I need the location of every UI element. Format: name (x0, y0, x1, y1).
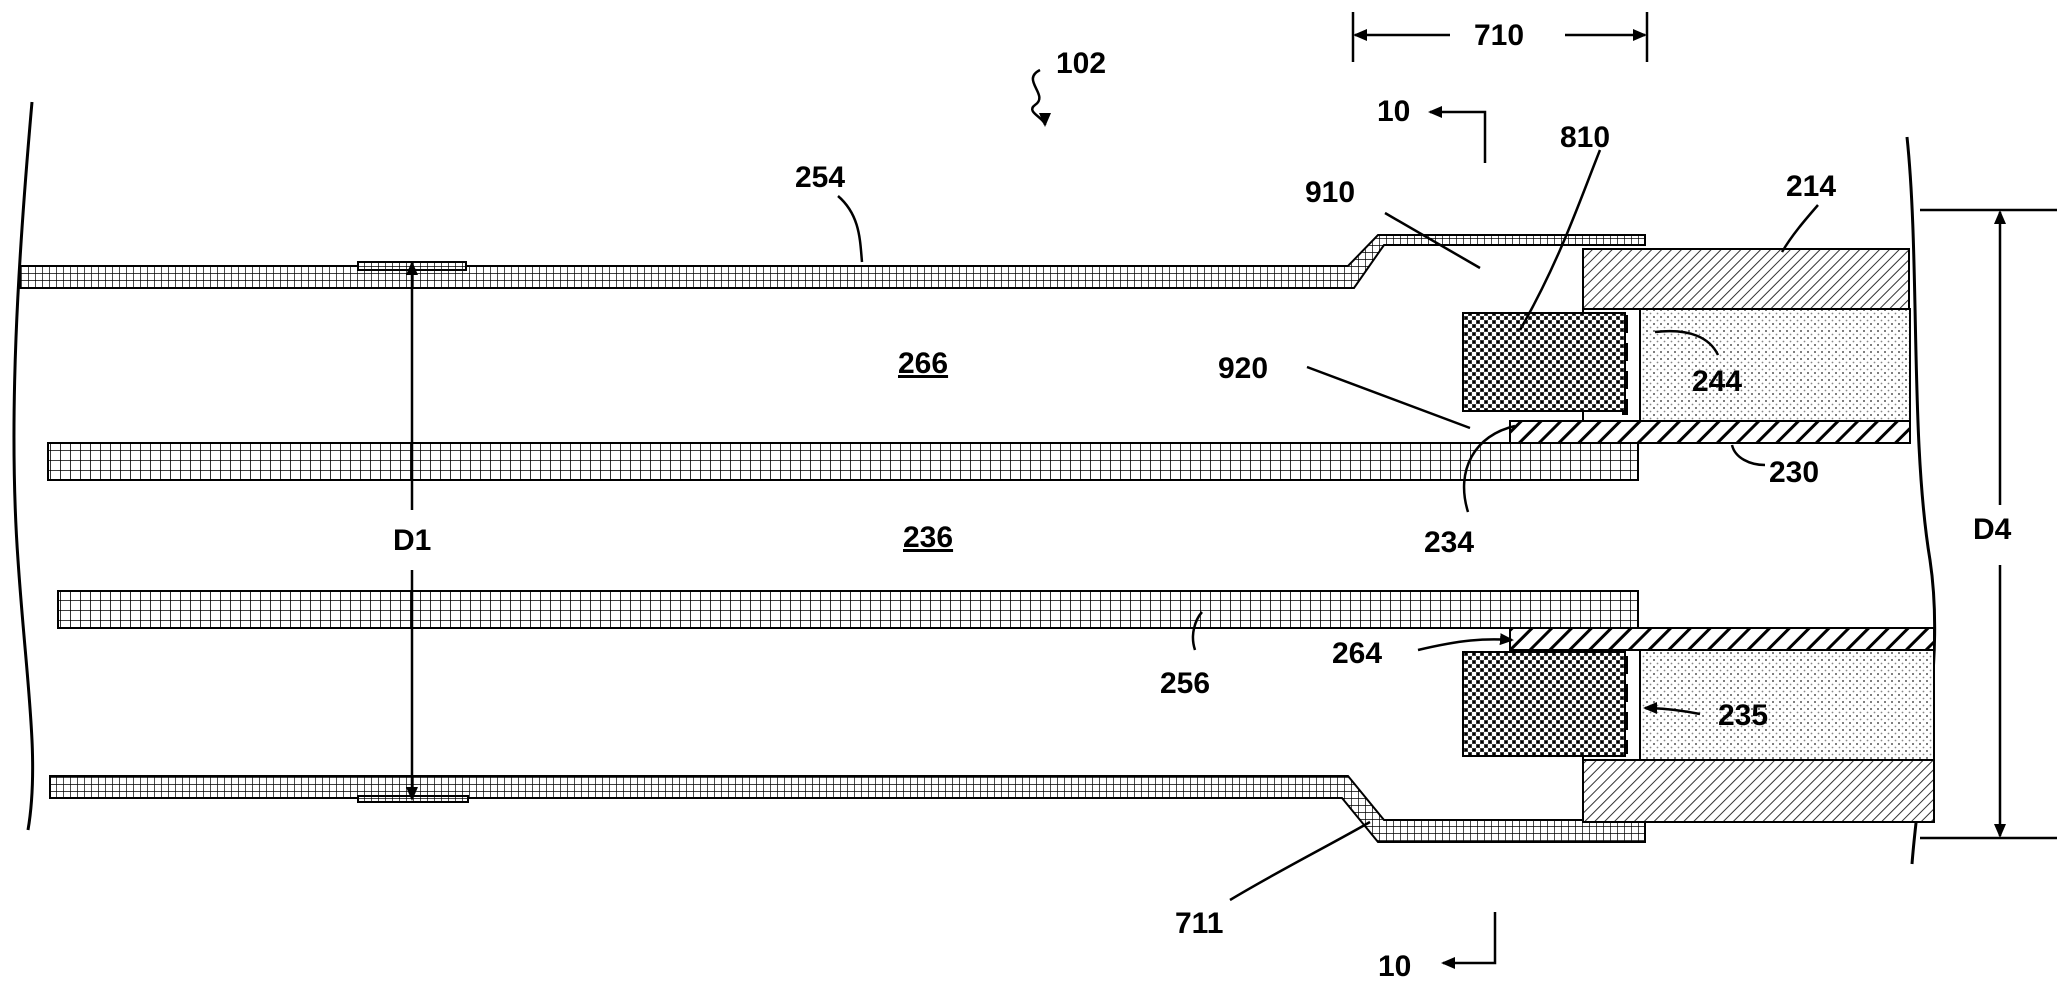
leader-920 (1306, 365, 1471, 430)
leader-810 (1518, 149, 1602, 331)
label-230: 230 (1769, 456, 1819, 489)
label-266: 266 (898, 347, 948, 380)
label-244: 244 (1692, 365, 1742, 398)
band-230 (1509, 420, 1911, 444)
leader-244 (1654, 329, 1720, 356)
leader-234 (1462, 424, 1516, 513)
label-810: 810 (1560, 121, 1610, 154)
leader-264 (1417, 633, 1514, 652)
leader-256 (1191, 611, 1203, 651)
leader-235 (1643, 702, 1701, 716)
leader-214 (1780, 204, 1819, 253)
fitting-upper-body (1582, 248, 1910, 310)
fitting-upper-dotted (1639, 308, 1911, 422)
label-256: 256 (1160, 667, 1210, 700)
label-711: 711 (1175, 907, 1223, 940)
crimp-upper-810 (1462, 312, 1626, 412)
inner-tube-upper-wall (47, 442, 1639, 481)
inner-tube-lower-wall (57, 590, 1639, 629)
label-710: 710 (1474, 19, 1524, 52)
label-264: 264 (1332, 637, 1382, 670)
outer-tube-upper-wall (19, 234, 1646, 289)
leader-910 (1384, 211, 1481, 270)
label-920: 920 (1218, 352, 1268, 385)
label-234: 234 (1424, 526, 1474, 559)
label-910: 910 (1305, 176, 1355, 209)
outer-tube-lower-wall (49, 775, 1646, 843)
section-cut-top (1428, 106, 1487, 163)
leader-102 (1031, 68, 1051, 127)
label-d4: D4 (1973, 513, 2012, 546)
label-section-bottom: 10 (1378, 950, 1411, 983)
leader-230 (1730, 444, 1766, 467)
fitting-lower-body (1582, 759, 1935, 823)
label-102: 102 (1056, 47, 1106, 80)
left-break-line (12, 101, 35, 831)
leader-254 (837, 195, 864, 263)
label-d1: D1 (393, 524, 431, 557)
label-236: 236 (903, 521, 953, 554)
section-cut-bottom (1441, 912, 1497, 969)
label-section-top: 10 (1377, 95, 1410, 128)
leader-711 (1229, 820, 1371, 902)
label-254: 254 (795, 161, 845, 194)
band-264 (1509, 627, 1935, 651)
crimp-lower (1462, 651, 1626, 757)
label-235: 235 (1718, 699, 1768, 732)
label-214: 214 (1786, 170, 1836, 203)
fitting-lower-dotted (1639, 649, 1935, 761)
